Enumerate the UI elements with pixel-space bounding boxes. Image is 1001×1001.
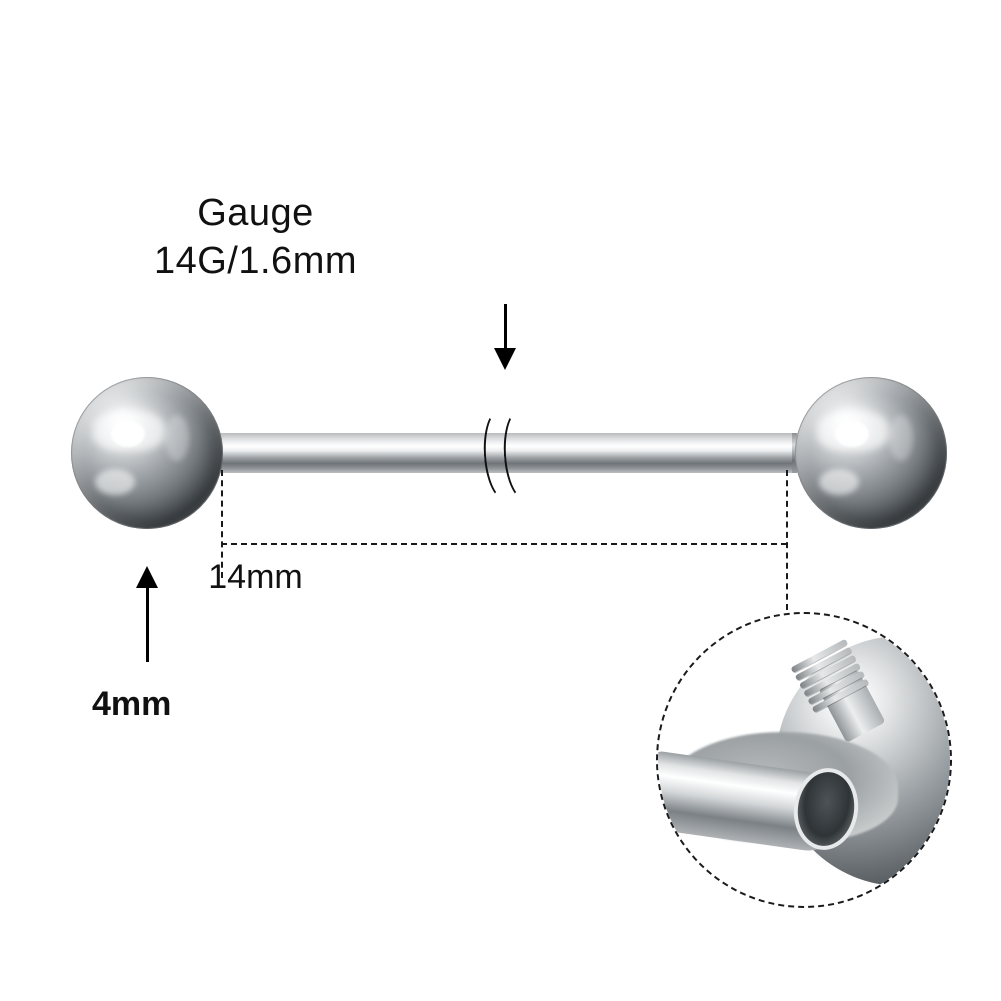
ball-arrow-shaft [146, 588, 149, 662]
ball-highlight-primary [111, 421, 145, 447]
length-label: 14mm [0, 558, 1001, 597]
gauge-arrow-head-icon [494, 348, 516, 370]
ball-highlight-secondary [819, 469, 859, 495]
gauge-label-text: Gauge [197, 192, 314, 234]
ball-arrow-head-icon [136, 566, 158, 588]
barbell-shaft [208, 433, 800, 473]
ball-highlight-edge [889, 415, 913, 461]
gauge-value-text: 14G/1.6mm [153, 240, 358, 282]
gauge-value-label: 14G/1.6mm [0, 240, 1001, 283]
length-dimension-line [221, 543, 787, 545]
ball-highlight-primary [835, 421, 869, 447]
length-dimension-tick-left [221, 470, 223, 578]
length-dimension-tick-right [786, 470, 788, 610]
length-label-text: 14mm [208, 558, 303, 596]
detail-inset-circle [656, 612, 952, 908]
ball-highlight-edge [165, 415, 189, 461]
gauge-label: Gauge [0, 192, 1001, 235]
ball-rim [795, 377, 947, 529]
ball-right [795, 377, 947, 529]
ball-rim [71, 377, 223, 529]
ball-highlight-secondary [95, 469, 135, 495]
ball-size-label: 4mm [92, 685, 172, 723]
shaft-joint-right [792, 433, 797, 473]
ball-left [71, 377, 223, 529]
gauge-arrow-shaft [504, 304, 507, 352]
